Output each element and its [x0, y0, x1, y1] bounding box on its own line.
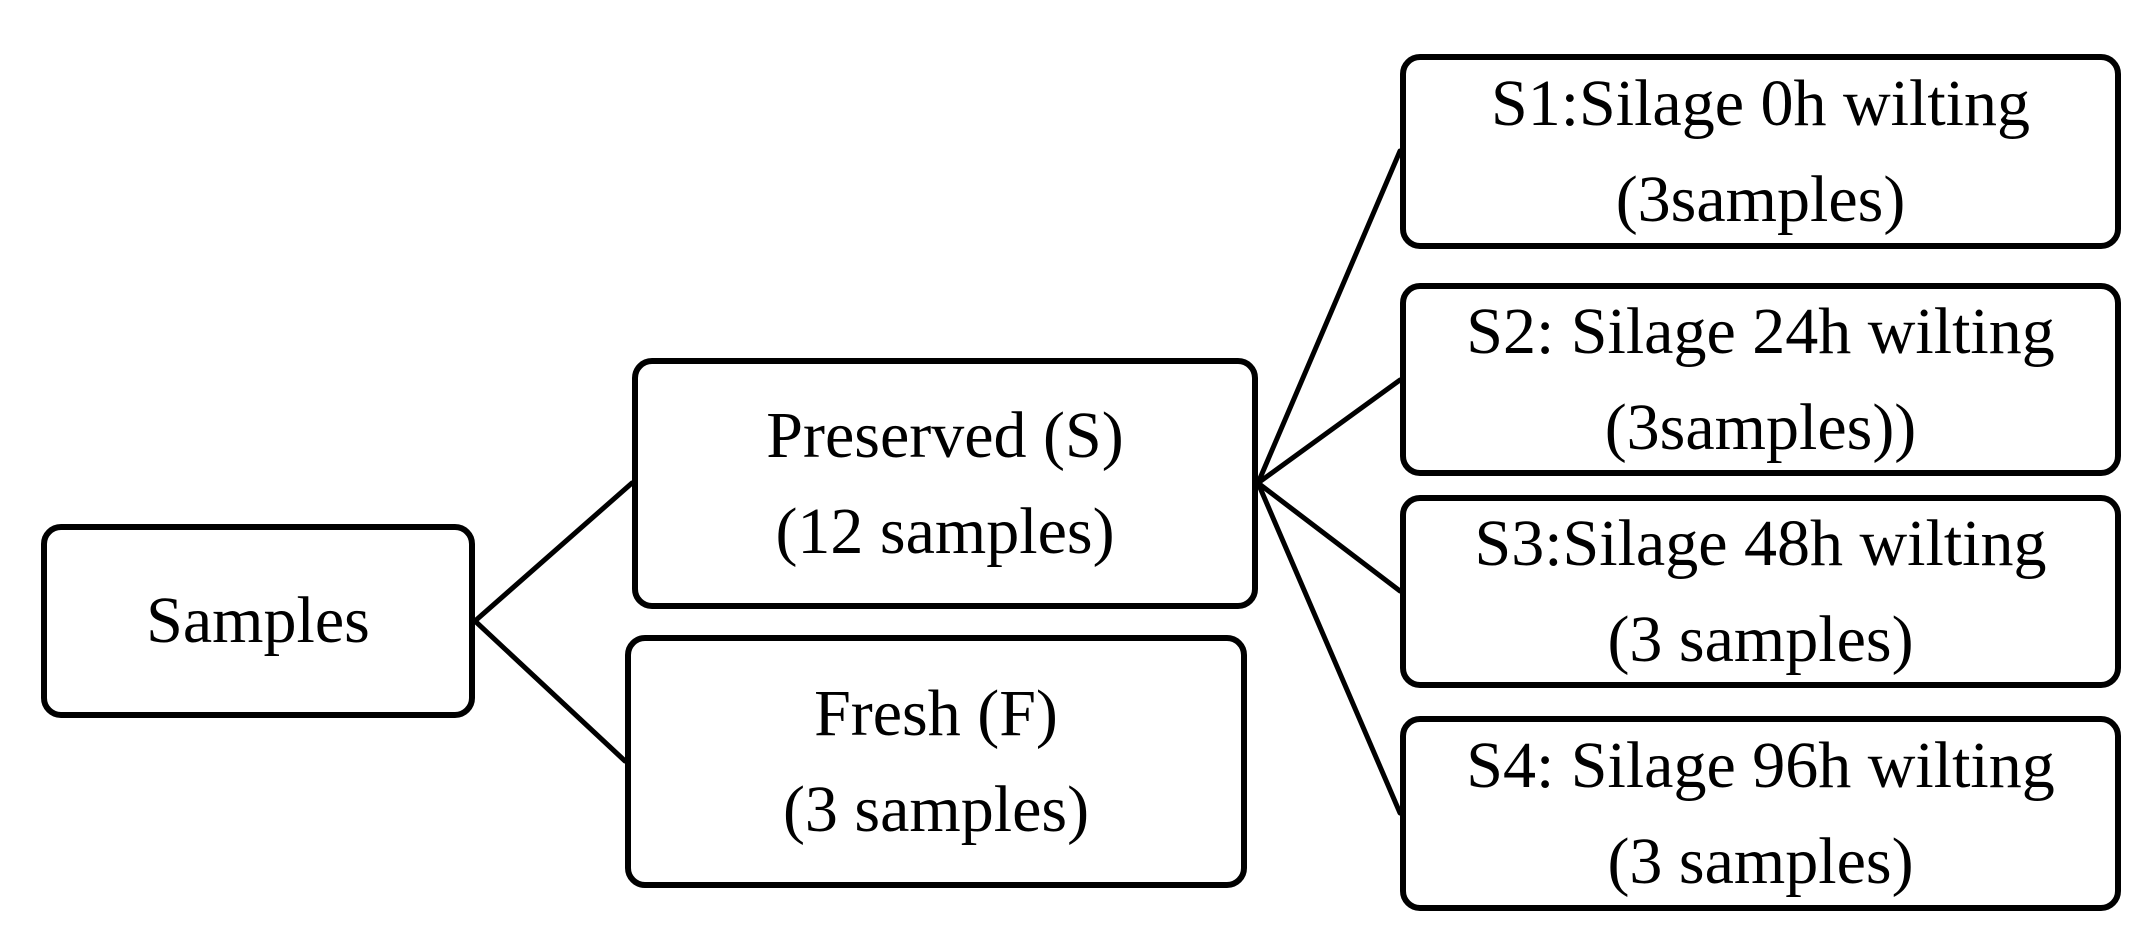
s3-count: (3 samples) [1607, 602, 1914, 676]
connector-preserved-s4 [1255, 480, 1403, 816]
connector-samples-preserved [472, 480, 635, 624]
samples-label: Samples [146, 584, 370, 657]
connector-samples-fresh [472, 618, 628, 764]
s1-node: S1:Silage 0h wilting (3samples) [1400, 54, 2121, 249]
s2-node: S2: Silage 24h wilting (3samples)) [1400, 283, 2121, 476]
fresh-title: Fresh (F) [814, 676, 1058, 750]
preserved-count: (12 samples) [775, 494, 1115, 568]
s4-title: S4: Silage 96h wilting [1466, 728, 2055, 802]
connector-preserved-s1 [1255, 148, 1403, 486]
fresh-node: Fresh (F) (3 samples) [625, 635, 1247, 888]
fresh-count: (3 samples) [782, 772, 1090, 846]
s3-node: S3:Silage 48h wilting (3 samples) [1400, 495, 2121, 688]
preserved-node: Preserved (S) (12 samples) [632, 358, 1258, 609]
connector-preserved-s2 [1255, 377, 1403, 486]
s3-title: S3:Silage 48h wilting [1474, 506, 2047, 580]
s4-count: (3 samples) [1607, 824, 1914, 898]
samples-node: Samples [41, 524, 475, 718]
s1-count: (3samples) [1615, 162, 1906, 236]
s4-node: S4: Silage 96h wilting (3 samples) [1400, 716, 2121, 911]
s2-title: S2: Silage 24h wilting [1466, 294, 2055, 368]
s2-count: (3samples)) [1604, 390, 1917, 464]
connector-preserved-s3 [1255, 480, 1403, 594]
preserved-title: Preserved (S) [766, 398, 1124, 472]
s1-title: S1:Silage 0h wilting [1490, 66, 2031, 140]
